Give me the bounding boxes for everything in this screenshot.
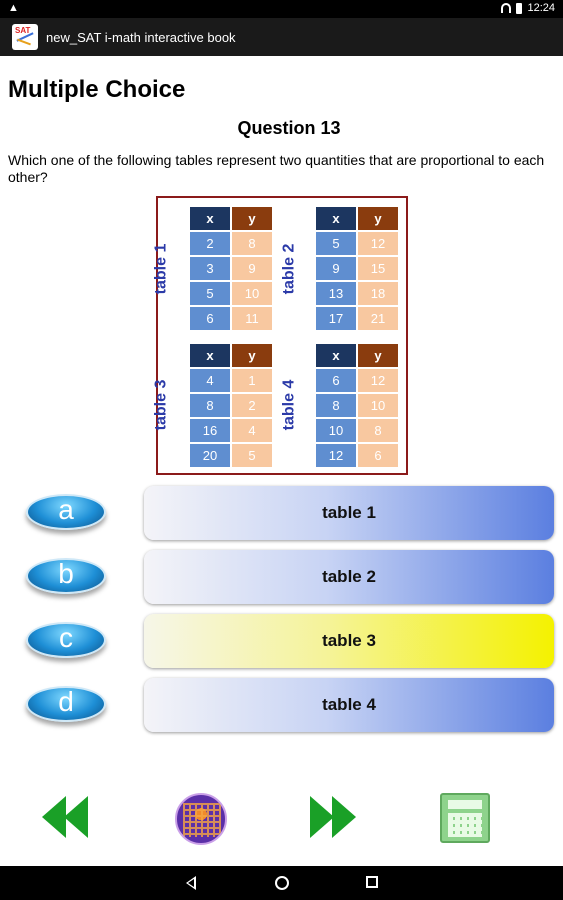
choice-d-answer[interactable]: table 4: [144, 678, 554, 732]
table-3-cell: 4: [232, 419, 272, 442]
table-4: x y 6 12 8 10 10 8 12 6: [316, 344, 398, 467]
choice-c-answer-selected[interactable]: table 3: [144, 614, 554, 668]
choice-b-row: b table 2: [0, 550, 563, 604]
table-1-cell: 11: [232, 307, 272, 330]
app-icon-line-2: [17, 38, 31, 46]
table-4-cell: 10: [358, 394, 398, 417]
table-3-label: table 3: [152, 379, 170, 431]
choice-b-letter: b: [58, 558, 74, 589]
table-3-cell: 16: [190, 419, 230, 442]
app-icon[interactable]: SAT: [12, 24, 38, 50]
question-text: Which one of the following tables repres…: [8, 152, 545, 185]
oval-button-icon: [26, 622, 106, 658]
choice-b-button[interactable]: b: [22, 556, 110, 598]
table-1-cell: 10: [232, 282, 272, 305]
table-2-header-x: x: [316, 207, 356, 230]
table-3-cell: 20: [190, 444, 230, 467]
table-3-cell: 8: [190, 394, 230, 417]
choice-d-row: d table 4: [0, 678, 563, 732]
oval-button-icon: [26, 686, 106, 722]
table-1-label: table 1: [152, 243, 170, 295]
recent-apps-icon[interactable]: [366, 876, 378, 888]
oval-button-icon: [26, 494, 106, 530]
question-number: Question 13: [237, 118, 341, 138]
table-2-cell: 18: [358, 282, 398, 305]
bottom-toolbar: [0, 790, 563, 850]
table-3-cell: 4: [190, 369, 230, 392]
table-4-cell: 10: [316, 419, 356, 442]
warning-icon: ▲: [8, 2, 19, 14]
table-2-cell: 13: [316, 282, 356, 305]
battery-icon: [516, 2, 523, 14]
table-2-cell: 17: [316, 307, 356, 330]
table-4-cell: 6: [358, 444, 398, 467]
next-arrow-1: [310, 796, 334, 838]
table-2-header-y: y: [358, 207, 398, 230]
table-4-label: table 4: [280, 379, 298, 431]
table-2-label: table 2: [280, 243, 298, 295]
calculator-keys: [448, 813, 482, 837]
page-title: Multiple Choice: [8, 76, 186, 103]
choice-d-letter: d: [58, 686, 74, 717]
table-3-header-y: y: [232, 344, 272, 367]
choice-d-button[interactable]: d: [22, 684, 110, 726]
choice-c-row: c table 3: [0, 614, 563, 668]
table-4-cell: 12: [358, 369, 398, 392]
table-2: x y 5 12 9 15 13 18 17 21: [316, 207, 398, 330]
previous-arrow-1: [42, 796, 66, 838]
choice-c-letter: c: [59, 622, 73, 653]
previous-icon[interactable]: [42, 792, 92, 842]
next-icon[interactable]: [308, 792, 358, 842]
table-3-cell: 1: [232, 369, 272, 392]
table-2-cell: 12: [358, 232, 398, 255]
choice-a-button[interactable]: a: [22, 492, 110, 534]
table-1-cell: 8: [232, 232, 272, 255]
choice-a-answer[interactable]: table 1: [144, 486, 554, 540]
table-1: x y 2 8 3 9 5 10 6 11: [190, 207, 272, 330]
home-icon[interactable]: [275, 876, 289, 890]
table-4-cell: 8: [358, 419, 398, 442]
status-bar: ▲ 12:24: [0, 0, 563, 18]
table-3-header-x: x: [190, 344, 230, 367]
choice-a-letter: a: [58, 494, 74, 525]
wifi-icon: [501, 3, 512, 13]
app-title: new_SAT i-math interactive book: [46, 30, 236, 45]
table-1-cell: 2: [190, 232, 230, 255]
table-4-cell: 12: [316, 444, 356, 467]
previous-arrow-2: [64, 796, 88, 838]
table-1-header-y: y: [232, 207, 272, 230]
app-icon-text: SAT: [15, 26, 31, 35]
menu-grid-icon[interactable]: [175, 793, 227, 845]
status-time: 12:24: [527, 2, 555, 14]
menu-grid-dots: [183, 803, 221, 837]
oval-button-icon: [26, 558, 106, 594]
table-2-cell: 9: [316, 257, 356, 280]
table-1-cell: 5: [190, 282, 230, 305]
table-4-header-x: x: [316, 344, 356, 367]
table-4-header-y: y: [358, 344, 398, 367]
table-2-cell: 5: [316, 232, 356, 255]
system-nav-bar: [0, 866, 563, 900]
status-right: 12:24: [501, 2, 555, 14]
next-arrow-2: [332, 796, 356, 838]
table-2-cell: 21: [358, 307, 398, 330]
table-1-cell: 3: [190, 257, 230, 280]
calculator-icon[interactable]: [440, 793, 490, 843]
choice-b-answer[interactable]: table 2: [144, 550, 554, 604]
action-bar: SAT new_SAT i-math interactive book: [0, 18, 563, 56]
choice-a-row: a table 1: [0, 486, 563, 540]
table-1-cell: 6: [190, 307, 230, 330]
table-1-header-x: x: [190, 207, 230, 230]
table-4-cell: 8: [316, 394, 356, 417]
table-2-cell: 15: [358, 257, 398, 280]
table-4-cell: 6: [316, 369, 356, 392]
table-3-cell: 5: [232, 444, 272, 467]
table-1-cell: 9: [232, 257, 272, 280]
back-icon[interactable]: [186, 876, 196, 890]
table-3: x y 4 1 8 2 16 4 20 5: [190, 344, 272, 467]
table-3-cell: 2: [232, 394, 272, 417]
choice-c-button[interactable]: c: [22, 620, 110, 662]
tables-figure: table 1 x y 2 8 3 9 5 10 6 11 table 2 x …: [152, 196, 408, 475]
calculator-screen: [448, 800, 482, 809]
